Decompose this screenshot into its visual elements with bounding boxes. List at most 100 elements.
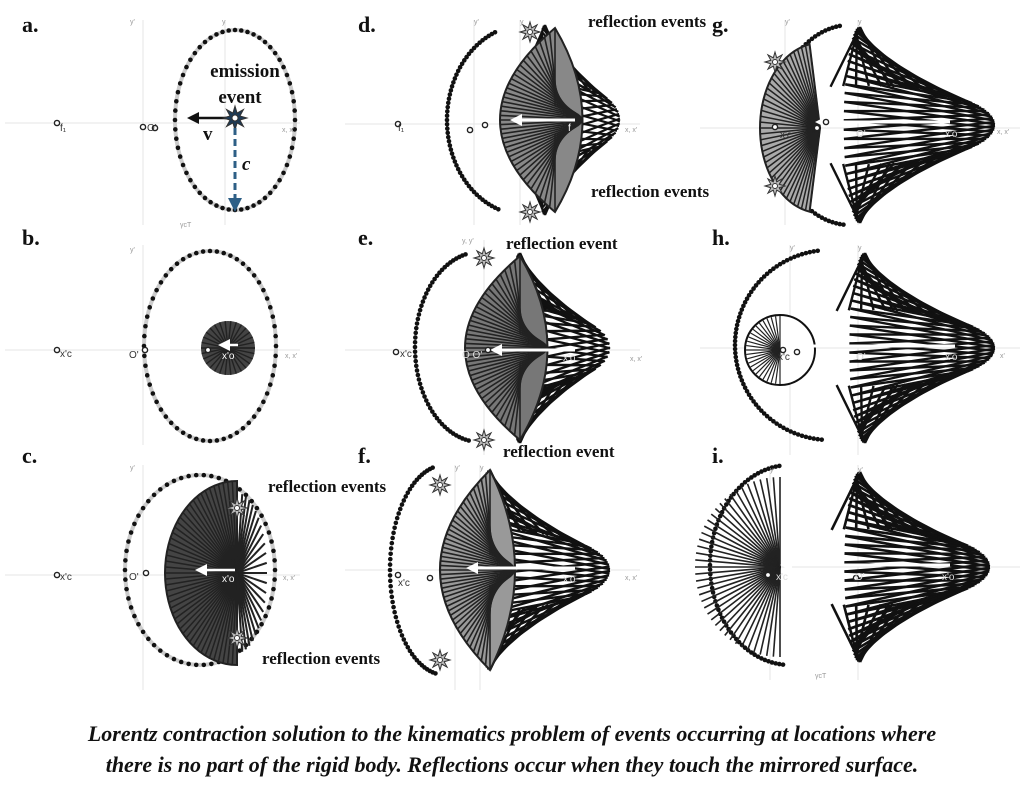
light-ray	[174, 526, 238, 574]
mirror-dot	[240, 261, 246, 267]
light-ray	[224, 347, 229, 375]
mirror-dot	[399, 502, 405, 507]
mirror-dot	[272, 567, 278, 573]
axis-label: y'	[474, 19, 479, 26]
mirror-dot	[759, 277, 764, 282]
axis-label: y'	[130, 247, 135, 254]
axis-label: γcT	[815, 673, 827, 680]
mirror-dot	[837, 23, 843, 29]
light-ray	[776, 68, 821, 129]
mirror-dot	[413, 358, 419, 364]
light-ray	[501, 105, 582, 119]
light-ray	[748, 349, 781, 364]
mirror-dot	[781, 259, 786, 265]
panel-labels: a. b. c. d. e. f. g. h. i. emission even…	[22, 12, 1009, 680]
mirror-dot	[393, 520, 399, 526]
light-ray	[172, 572, 238, 615]
mirror-dot	[419, 303, 424, 309]
mirror-dot	[735, 366, 741, 372]
mirror-dot	[172, 117, 178, 123]
mirror-dot	[178, 659, 184, 665]
light-ray	[226, 481, 238, 574]
light-ray	[746, 349, 781, 356]
light-ray	[227, 347, 247, 369]
mirror-dot	[269, 539, 274, 544]
mirror-dot	[780, 662, 786, 667]
mirror-dot	[122, 567, 128, 573]
mirror-dot	[741, 381, 746, 387]
mirror-dot	[238, 28, 244, 33]
mirror-dot	[816, 31, 821, 37]
mirror-dot	[234, 256, 240, 262]
mirror-dot	[452, 76, 458, 81]
light-ray	[729, 493, 781, 568]
reflected-ray	[849, 363, 982, 372]
mirror-dot	[762, 467, 768, 473]
reflected-ray	[844, 570, 986, 579]
mirror-dot	[168, 266, 174, 272]
light-ray	[168, 572, 238, 604]
light-ray	[227, 347, 255, 355]
mirror-dot	[781, 425, 786, 431]
event-center	[481, 437, 487, 443]
mirror-dot	[226, 28, 232, 33]
mirror-dot	[154, 287, 159, 293]
light-ray	[770, 317, 781, 351]
mirror-dot	[284, 162, 290, 168]
light-ray	[449, 523, 511, 564]
light-ray	[508, 360, 527, 431]
light-ray	[759, 479, 781, 568]
light-ray	[779, 64, 821, 129]
mirror-dot	[140, 505, 146, 511]
mirror-dot	[434, 273, 440, 279]
mirror-dot	[445, 104, 451, 110]
mirror-dot	[208, 35, 213, 41]
light-ray	[703, 525, 781, 568]
mirror-dot	[777, 661, 782, 667]
light-ray	[192, 572, 238, 647]
light-ray	[204, 490, 238, 574]
arrow-head-icon	[466, 562, 478, 574]
mirror-dot	[267, 190, 273, 196]
light-ray	[201, 347, 229, 355]
light-ray	[695, 566, 781, 575]
mirror-dot	[427, 405, 433, 411]
point-marker	[779, 346, 787, 354]
mirror-dot	[461, 177, 467, 182]
light-ray	[698, 566, 781, 596]
mirror-dot	[207, 438, 213, 444]
mirror-dot	[142, 353, 147, 359]
light-ray	[760, 115, 821, 129]
mirror-dot	[193, 436, 199, 442]
mirror-dot	[764, 271, 770, 277]
mirror-dot	[819, 29, 825, 35]
mirror-dot	[755, 471, 761, 476]
mirror-dot	[764, 413, 770, 419]
mirror-dot	[749, 475, 754, 480]
point-marker	[53, 571, 61, 579]
light-ray	[506, 124, 580, 153]
light-ray	[471, 352, 545, 381]
mirror-dot	[245, 205, 250, 211]
axis-label: x, x'	[997, 129, 1009, 136]
light-ray	[200, 493, 238, 574]
mirror-dot	[147, 382, 153, 387]
event-center	[481, 255, 487, 261]
light-ray	[227, 347, 238, 374]
mirror-dot	[413, 354, 418, 359]
point-marker	[426, 574, 434, 582]
light-ray	[538, 131, 564, 199]
light-ray	[196, 572, 238, 650]
mirror-dot	[174, 425, 180, 431]
axis-label: y	[770, 467, 774, 474]
arrow-head-icon	[800, 340, 812, 352]
light-ray	[204, 572, 238, 656]
light-ray	[446, 574, 513, 608]
mirror-dot	[492, 29, 498, 35]
reflected-ray	[849, 324, 982, 333]
mirror-dot	[407, 648, 413, 654]
axis-label: x, x'	[283, 575, 295, 582]
point-label: x'o	[942, 572, 955, 583]
point-label: x'o	[945, 352, 958, 363]
mirror-dot	[448, 147, 454, 152]
